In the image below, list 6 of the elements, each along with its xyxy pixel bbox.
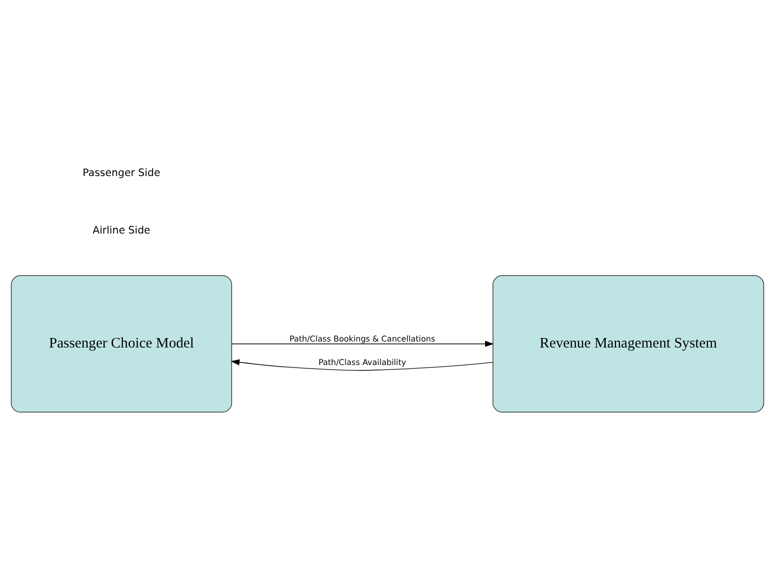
arrow — [232, 340, 494, 346]
label: Airline Side — [92, 224, 150, 236]
arrow — [230, 358, 494, 370]
label: Passenger Side — [82, 167, 160, 178]
node-box: Revenue Management System — [492, 274, 764, 412]
node-box: Passenger Choice Model — [10, 274, 232, 412]
